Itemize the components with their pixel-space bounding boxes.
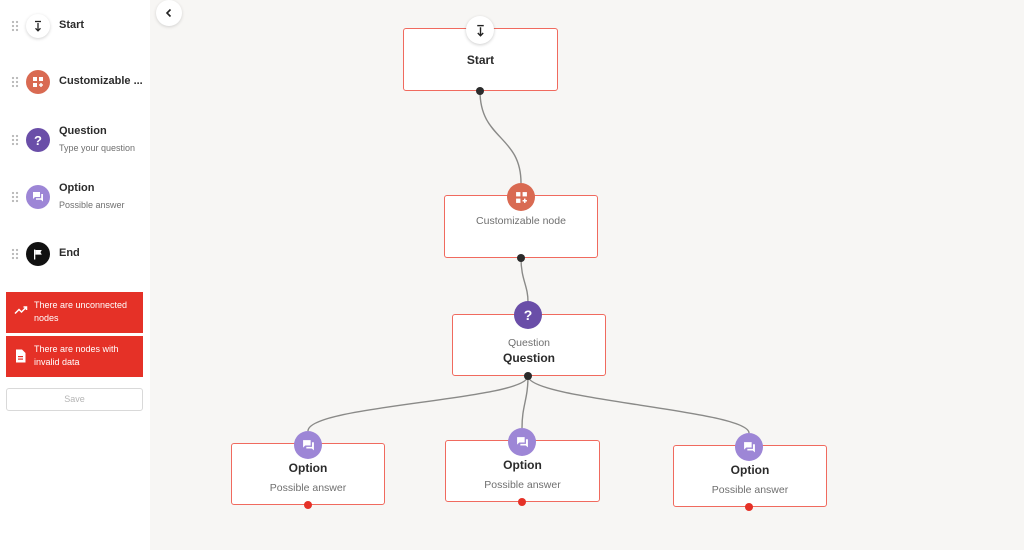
node-subtitle: Question bbox=[507, 337, 551, 349]
unconnected-output-port[interactable] bbox=[745, 503, 753, 511]
widget-add-icon bbox=[26, 70, 50, 94]
node-title: Option bbox=[503, 458, 542, 472]
drag-handle-icon[interactable] bbox=[11, 191, 19, 203]
palette-item-question[interactable]: ? Question Type your question bbox=[0, 118, 150, 158]
widget-add-icon bbox=[507, 183, 535, 211]
drag-handle-icon[interactable] bbox=[11, 20, 19, 32]
output-port[interactable] bbox=[476, 87, 484, 95]
edge-custom-question bbox=[520, 257, 529, 303]
unconnected-output-port[interactable] bbox=[518, 498, 526, 506]
palette-item-option[interactable]: Option Possible answer bbox=[0, 175, 150, 215]
chat-bubbles-icon bbox=[735, 433, 763, 461]
alert-invalid-data[interactable]: There are nodes with invalid data bbox=[6, 336, 143, 377]
start-icon bbox=[466, 16, 494, 44]
palette-item-start[interactable]: Start bbox=[0, 6, 150, 46]
node-title: Option bbox=[730, 463, 770, 477]
chevron-left-icon bbox=[165, 8, 172, 18]
node-subtitle: Possible answer bbox=[269, 482, 347, 494]
edge-question-option3 bbox=[527, 375, 750, 434]
document-icon bbox=[15, 349, 26, 367]
edge-start-custom bbox=[479, 90, 522, 184]
node-title: Option bbox=[288, 461, 328, 475]
sidebar: Start Customizable ... ? Question Type y… bbox=[0, 0, 150, 550]
palette-item-end[interactable]: End bbox=[0, 234, 150, 274]
node-title: Start bbox=[466, 53, 495, 67]
node-subtitle: Customizable node bbox=[476, 215, 566, 227]
collapse-sidebar-button[interactable] bbox=[156, 0, 182, 26]
save-button[interactable]: Save bbox=[6, 388, 143, 411]
output-port[interactable] bbox=[524, 372, 532, 380]
unconnected-output-port[interactable] bbox=[304, 501, 312, 509]
edge-question-option1 bbox=[307, 375, 529, 432]
drag-handle-icon[interactable] bbox=[11, 248, 19, 260]
palette-item-subtitle: Possible answer bbox=[59, 200, 125, 210]
drag-handle-icon[interactable] bbox=[11, 134, 19, 146]
chat-bubbles-icon bbox=[26, 185, 50, 209]
node-subtitle: Possible answer bbox=[484, 479, 561, 491]
node-subtitle: Possible answer bbox=[711, 484, 789, 496]
question-icon: ? bbox=[514, 301, 542, 329]
output-port[interactable] bbox=[517, 254, 525, 262]
alert-unconnected-nodes[interactable]: There are unconnected nodes bbox=[6, 292, 143, 333]
node-title: Question bbox=[502, 351, 555, 365]
question-icon: ? bbox=[26, 128, 50, 152]
palette-item-customizable[interactable]: Customizable ... bbox=[0, 62, 150, 102]
start-icon bbox=[26, 14, 50, 38]
chat-bubbles-icon bbox=[294, 431, 322, 459]
alert-text: There are unconnected nodes bbox=[34, 300, 128, 323]
alert-text: There are nodes with invalid data bbox=[34, 344, 119, 367]
trending-up-icon bbox=[14, 305, 28, 319]
chat-bubbles-icon bbox=[508, 428, 536, 456]
palette-item-subtitle: Type your question bbox=[59, 143, 136, 153]
drag-handle-icon[interactable] bbox=[11, 76, 19, 88]
flag-icon bbox=[26, 242, 50, 266]
edge-question-option2 bbox=[521, 375, 529, 429]
